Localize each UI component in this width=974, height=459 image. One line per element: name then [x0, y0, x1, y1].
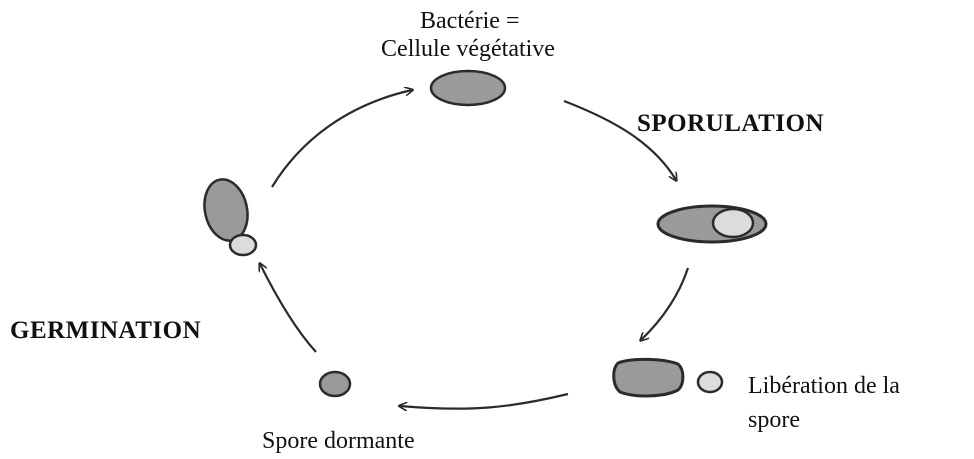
label-bacteria: Bactérie =: [420, 9, 516, 33]
germinating-cell: [199, 175, 256, 255]
mother-cell-remnant: [614, 359, 683, 396]
label-vegetative-cell: Cellule végétative: [370, 37, 566, 61]
arrow-to-germination: [260, 264, 316, 352]
released-spore: [698, 372, 722, 392]
forming-spore: [713, 209, 753, 237]
label-dormant-spore: Spore dormante: [262, 429, 415, 453]
label-spore-release: Libération de la: [748, 374, 900, 398]
spore-release: [614, 359, 722, 396]
germinating-spore-coat: [230, 235, 256, 255]
arrow-to-release: [641, 268, 688, 340]
sporulating-cell: [658, 206, 766, 242]
vegetative-cell: [431, 71, 505, 105]
arrow-to-vegetative: [272, 90, 412, 187]
arrow-to-dormant: [400, 394, 568, 409]
label-germination: GERMINATION: [10, 318, 201, 343]
label-spore-release-2: spore: [748, 408, 800, 432]
label-sporulation: SPORULATION: [637, 111, 824, 136]
dormant-spore: [320, 372, 350, 396]
